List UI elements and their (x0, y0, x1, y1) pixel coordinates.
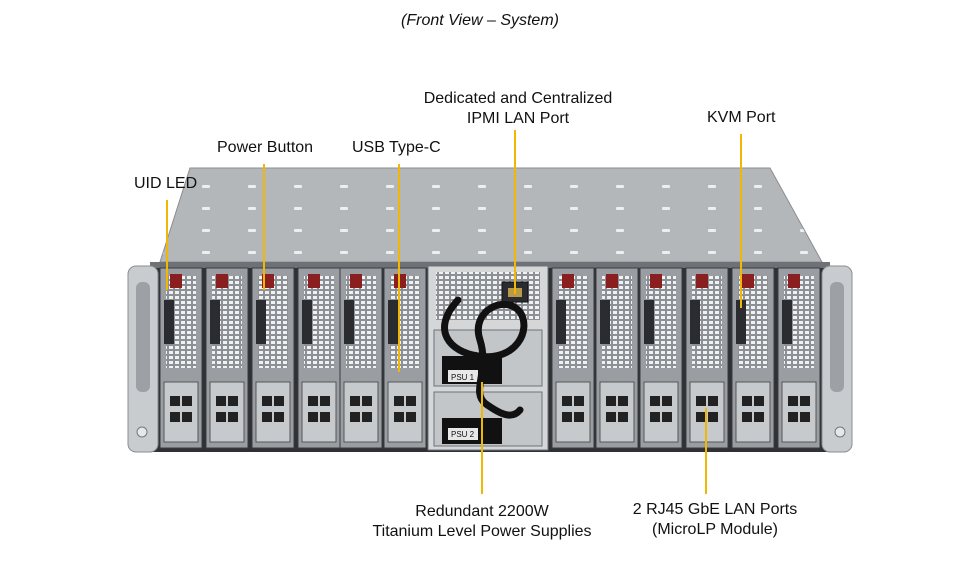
callout-lan-ports: 2 RJ45 GbE LAN Ports (MicroLP Module) (620, 500, 810, 540)
callout-psu-line-1: Redundant 2200W (415, 503, 549, 520)
callout-psu-line-2: Titanium Level Power Supplies (372, 523, 592, 540)
callout-ipmi-line-2: IPMI LAN Port (466, 110, 570, 127)
node-5 (339, 267, 383, 449)
node-6 (383, 267, 427, 449)
leader-lines (166, 130, 742, 494)
psu-2-tag: PSU 2 (451, 430, 475, 439)
callout-kvm-port: KVM Port (707, 109, 776, 126)
figure-caption: (Front View – System) (401, 12, 559, 29)
callout-ipmi-line-1: Dedicated and Centralized (423, 90, 613, 107)
chassis-top-cover (159, 167, 823, 263)
node-12 (777, 267, 821, 449)
node-9 (639, 267, 683, 449)
callout-usb-type-c: USB Type-C (352, 139, 441, 156)
node-4 (297, 267, 341, 449)
power-cable (441, 296, 528, 419)
node-1 (159, 267, 203, 449)
callout-lan-line-1: 2 RJ45 GbE LAN Ports (632, 501, 798, 518)
callout-ipmi-lan-port: Dedicated and Centralized IPMI LAN Port (410, 89, 626, 129)
node-8 (595, 267, 639, 449)
psu-1-tag: PSU 1 (451, 373, 475, 382)
callout-lan-line-2: (MicroLP Module) (652, 521, 778, 538)
callout-uid-led: UID LED (134, 175, 198, 192)
node-2 (205, 267, 249, 449)
node-3 (251, 267, 295, 449)
node-11 (731, 267, 775, 449)
node-7 (551, 267, 595, 449)
callout-power-supplies: Redundant 2200W Titanium Level Power Sup… (360, 502, 604, 542)
callout-power-button: Power Button (217, 139, 314, 156)
